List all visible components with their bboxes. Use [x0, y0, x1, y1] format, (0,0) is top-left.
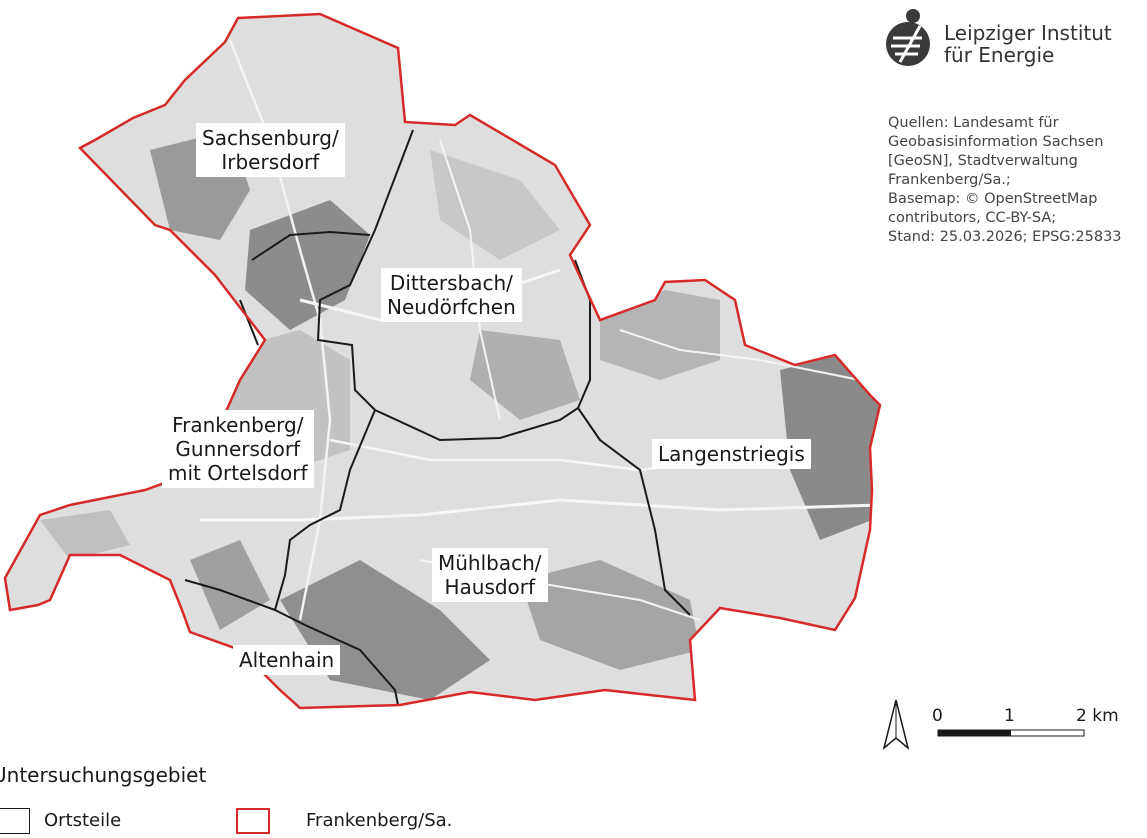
lie-logo-icon	[886, 9, 930, 66]
district-label-muehlbach: Mühlbach/ Hausdorf	[432, 548, 548, 602]
district-label-altenhain: Altenhain	[233, 645, 341, 675]
legend-title: Untersuchungsgebiet	[0, 763, 207, 787]
legend-label-ortsteile: Ortsteile	[44, 810, 122, 831]
district-label-sachsenburg: Sachsenburg/ Irbersdorf	[196, 123, 345, 177]
scale-tick-1: 1	[1004, 706, 1015, 726]
sources-text: Quellen: Landesamt für Geobasisinformati…	[888, 115, 1122, 245]
basemap	[5, 14, 880, 708]
scale-tick-2: 2 km	[1076, 706, 1119, 726]
district-label-langenstriegis: Langenstriegis	[652, 439, 811, 469]
logo-text: Leipziger Institut für Energie	[944, 21, 1112, 67]
frankenberg-boundary	[3, 12, 882, 710]
north-arrow-icon	[882, 699, 910, 751]
district-label-frankenberg: Frankenberg/ Gunnersdorf mit Ortelsdorf	[162, 410, 314, 488]
legend-swatch-ortsteile	[0, 808, 30, 834]
scale-bar	[937, 729, 1085, 737]
district-label-dittersbach: Dittersbach/ Neudörfchen	[381, 268, 522, 322]
scale-tick-0: 0	[932, 706, 943, 726]
legend-label-frankenberg: Frankenberg/Sa.	[306, 810, 453, 831]
legend-swatch-frankenberg	[236, 808, 270, 834]
